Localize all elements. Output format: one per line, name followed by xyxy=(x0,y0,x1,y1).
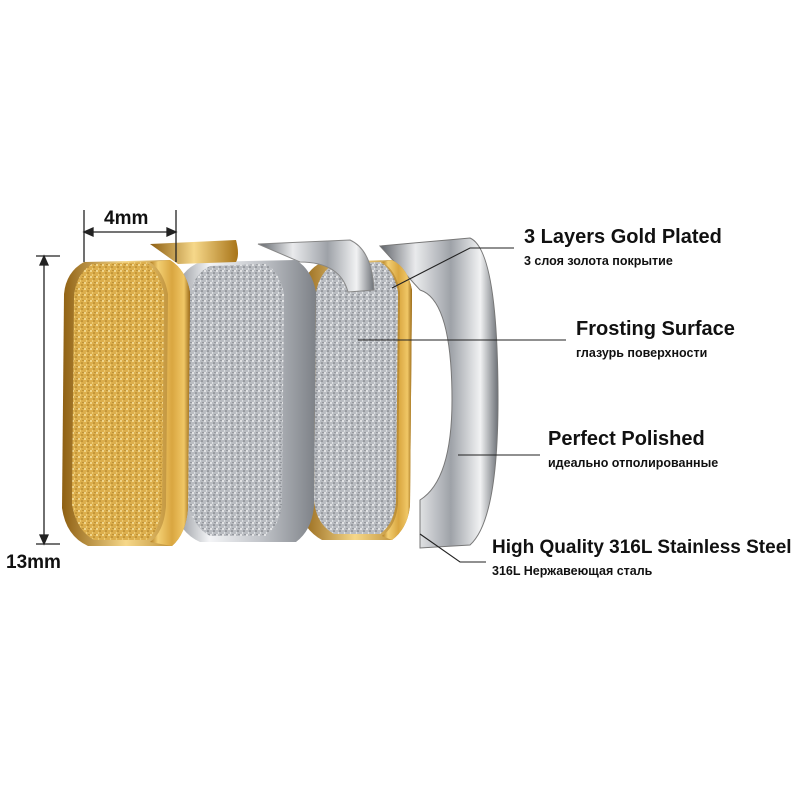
callout-4-title: High Quality 316L Stainless Steel xyxy=(492,537,792,558)
earring-gold xyxy=(62,240,238,546)
gold-rim xyxy=(382,260,412,540)
width-dimension-label: 4mm xyxy=(104,208,149,229)
gold-frosting xyxy=(72,262,164,540)
height-dimension-label: 13mm xyxy=(6,552,61,573)
silver-frosting-2 xyxy=(188,264,284,536)
callout-1-subtitle: 3 слоя золота покрытие xyxy=(524,254,673,268)
callout-3-subtitle: идеально отполированные xyxy=(548,456,719,470)
hoop-back-silver xyxy=(257,239,375,293)
callout-3-title: Perfect Polished xyxy=(548,428,705,450)
dimension-markers xyxy=(36,210,178,546)
gold-side-rim xyxy=(150,260,190,546)
callout-lines xyxy=(358,247,566,563)
callout-1-title: 3 Layers Gold Plated xyxy=(524,226,722,248)
callout-4-subtitle: 316L Нержавеющая сталь xyxy=(492,564,653,578)
hoop-back-steel xyxy=(378,237,499,549)
callout-2-title: Frosting Surface xyxy=(576,318,735,340)
earring-silver xyxy=(174,239,375,542)
earring-gold-trim xyxy=(298,237,499,549)
callout-2-subtitle: глазурь поверхности xyxy=(576,346,708,360)
silver-frosting xyxy=(314,262,398,534)
hoop-back-gold xyxy=(150,240,238,264)
